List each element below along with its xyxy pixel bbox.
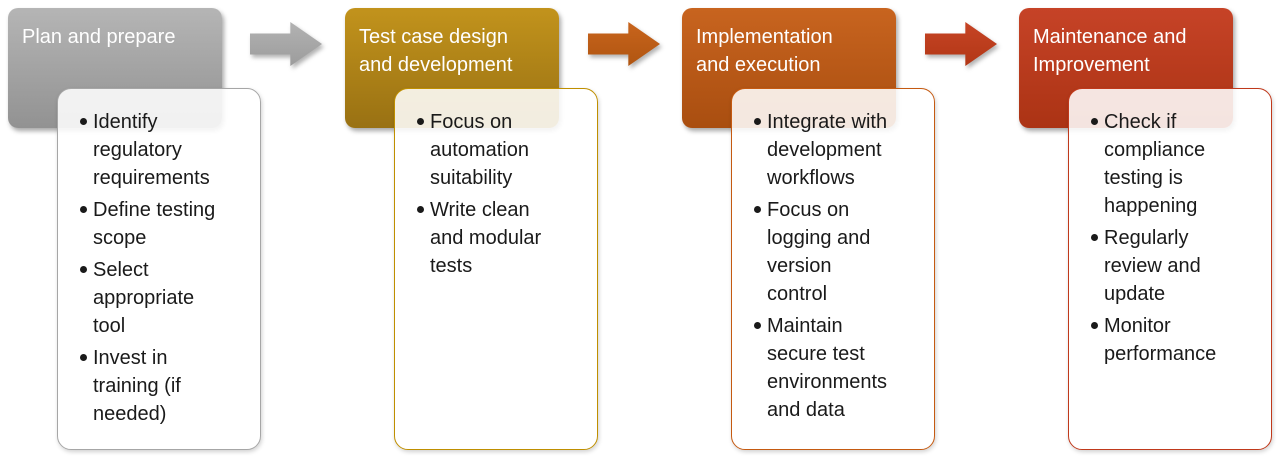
bullet-item: Focus on automation suitability [417,108,556,192]
stage-1-title: Plan and prepare [22,26,176,48]
bullet-item: Define testing scope [80,196,219,252]
arrow-right-icon [588,22,660,66]
stage-maintenance-improvement: Maintenance and Improvement Check if com… [1019,0,1280,460]
bullet-item: Identify regulatory requirements [80,108,219,192]
stage-3-title: Implementation and execution [696,26,833,76]
stage-4-panel: Check if compliance testing is happening… [1068,88,1272,450]
stage-2-panel: Focus on automation suitability Write cl… [394,88,598,450]
bullet-item: Focus on logging and version control [754,196,893,308]
stage-4-title: Maintenance and Improvement [1033,26,1187,76]
bullet-item: Select appropriate tool [80,256,219,340]
stage-1-bullet-list: Identify regulatory requirements Define … [58,89,260,428]
bullet-item: Regularly review and update [1091,224,1230,308]
stage-2-bullet-list: Focus on automation suitability Write cl… [395,89,597,280]
bullet-item: Check if compliance testing is happening [1091,108,1230,220]
arrow-right-icon [925,22,997,66]
stage-implementation-execution: Implementation and execution Integrate w… [682,0,1019,460]
flow-arrow-1 [250,22,322,66]
arrow-right-icon [250,22,322,66]
bullet-item: Monitor performance [1091,312,1230,368]
flow-arrow-3 [925,22,997,66]
bullet-item: Maintain secure test environments and da… [754,312,893,424]
bullet-item: Write clean and modular tests [417,196,556,280]
stage-plan-and-prepare: Plan and prepare Identify regulatory req… [8,0,345,460]
stage-3-bullet-list: Integrate with development workflows Foc… [732,89,934,424]
bullet-item: Integrate with development workflows [754,108,893,192]
stage-1-panel: Identify regulatory requirements Define … [57,88,261,450]
stage-4-bullet-list: Check if compliance testing is happening… [1069,89,1271,368]
flow-arrow-2 [588,22,660,66]
bullet-item: Invest in training (if needed) [80,344,219,428]
stage-3-panel: Integrate with development workflows Foc… [731,88,935,450]
stage-2-title: Test case design and development [359,26,513,76]
stage-test-case-design: Test case design and development Focus o… [345,0,682,460]
